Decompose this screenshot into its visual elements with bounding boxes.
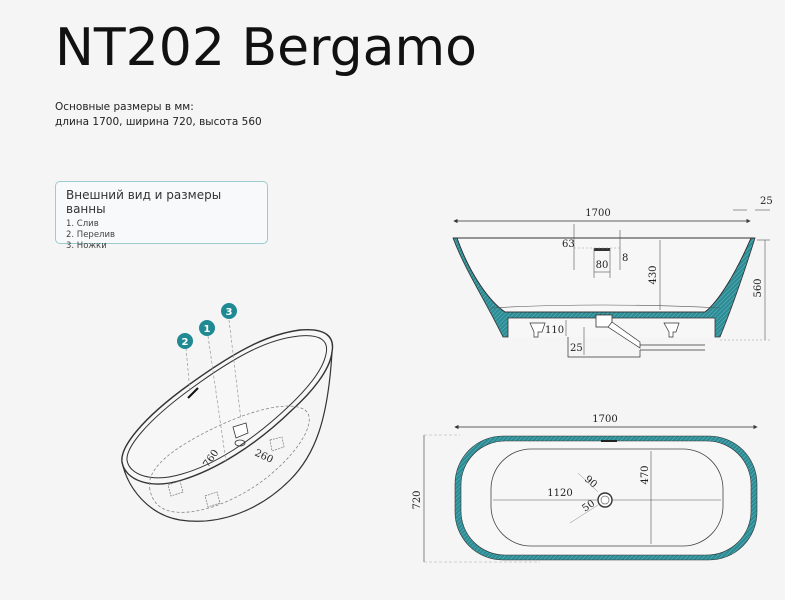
subtitle-line-2: длина 1700, ширина 720, высота 560 bbox=[55, 116, 262, 128]
top-dim-inner-width: 470 bbox=[640, 465, 651, 484]
marker-feet: 3 bbox=[221, 303, 237, 319]
side-dim-rim: 25 bbox=[760, 196, 773, 207]
top-dim-length: 1700 bbox=[592, 414, 617, 425]
svg-text:3: 3 bbox=[226, 307, 233, 318]
legend-item-drain: 1. Слив bbox=[66, 219, 99, 229]
side-dim-clearance: 110 bbox=[545, 325, 564, 336]
side-dim-height: 560 bbox=[753, 278, 764, 297]
subtitle-line-1: Основные размеры в мм: bbox=[55, 101, 194, 113]
svg-text:2: 2 bbox=[182, 337, 189, 348]
legend-title: Внешний вид и размеры ванны bbox=[66, 188, 222, 216]
top-dim-inner-length: 1120 bbox=[547, 488, 572, 499]
side-dim-inner-depth: 430 bbox=[648, 265, 659, 284]
side-dim-overflow-top: 63 bbox=[562, 239, 575, 250]
side-section-view: 1700 25 80 63 8 430 bbox=[452, 196, 773, 358]
top-dim-width: 720 bbox=[412, 490, 423, 509]
page-title: NT202 Bergamo bbox=[55, 18, 477, 78]
side-dim-length: 1700 bbox=[585, 208, 610, 219]
dim-260: 260 bbox=[253, 448, 275, 466]
legend-item-overflow: 2. Перелив bbox=[66, 230, 116, 240]
legend-item-feet: 3. Ножки bbox=[66, 241, 107, 251]
dimensions-summary: Основные размеры в мм: длина 1700, ширин… bbox=[55, 100, 262, 130]
legend-box: Внешний вид и размеры ванны 1. Слив 2. П… bbox=[55, 181, 268, 251]
side-dim-overflow-gap: 8 bbox=[622, 253, 628, 264]
top-plan-view: 1700 720 1120 470 90 50 bbox=[412, 414, 758, 563]
side-dim-overflow-width: 80 bbox=[596, 260, 609, 271]
isometric-bathtub-view: 2 1 3 760 260 bbox=[121, 303, 334, 522]
side-dim-drain-depth: 25 bbox=[570, 343, 583, 354]
svg-text:1: 1 bbox=[204, 324, 211, 335]
marker-drain: 1 bbox=[199, 320, 215, 336]
marker-overflow: 2 bbox=[177, 333, 193, 349]
